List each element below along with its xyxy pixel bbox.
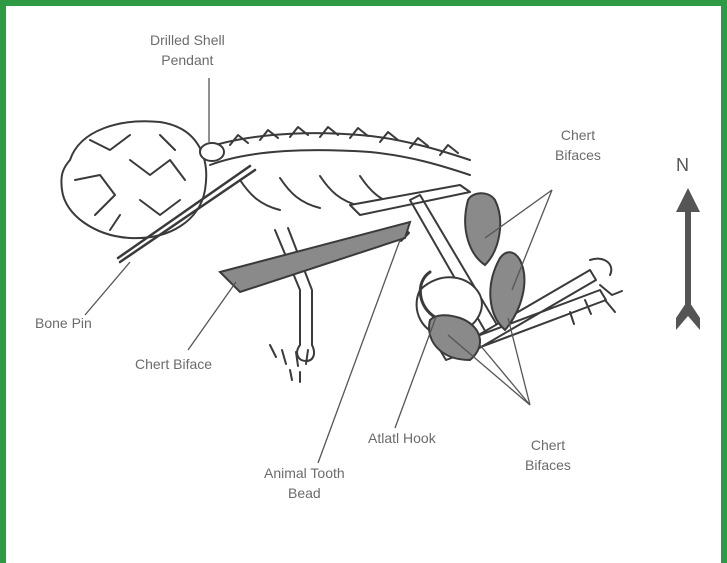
label-line: Animal Tooth [264, 463, 345, 483]
label-line: Chert Biface [135, 354, 212, 374]
hand-bones [270, 345, 308, 382]
chert-biface-large [220, 222, 410, 292]
label-animal-tooth-bead: Animal Tooth Bead [264, 463, 345, 503]
north-arrow [676, 188, 700, 330]
skull [61, 121, 206, 238]
label-line: Bone Pin [35, 313, 92, 333]
label-chert-bifaces-top: Chert Bifaces [555, 125, 601, 165]
label-line: Bifaces [525, 455, 571, 475]
label-line: Pendant [150, 50, 225, 70]
label-line: Bifaces [555, 145, 601, 165]
label-line: Bead [264, 483, 345, 503]
chert-biface-upper [465, 193, 500, 265]
label-chert-biface: Chert Biface [135, 354, 212, 374]
label-drilled-shell-pendant: Drilled Shell Pendant [150, 30, 225, 70]
label-line: Chert [555, 125, 601, 145]
label-line: Atlatl Hook [368, 428, 436, 448]
label-line: Drilled Shell [150, 30, 225, 50]
north-label: N [676, 155, 689, 176]
label-atlatl-hook: Atlatl Hook [368, 428, 436, 448]
label-bone-pin: Bone Pin [35, 313, 92, 333]
label-chert-bifaces-bottom: Chert Bifaces [525, 435, 571, 475]
label-line: Chert [525, 435, 571, 455]
drilled-shell-pendant [200, 143, 224, 161]
